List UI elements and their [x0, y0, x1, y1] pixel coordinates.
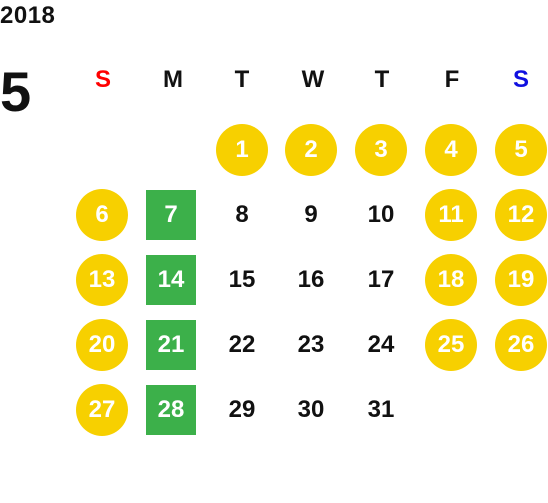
- day-28[interactable]: 28: [146, 385, 196, 435]
- day-27[interactable]: 27: [76, 384, 128, 436]
- weekday-sun: S: [94, 66, 111, 93]
- day-10[interactable]: 10: [367, 201, 395, 228]
- day-7[interactable]: 7: [146, 190, 196, 240]
- day-3[interactable]: 3: [355, 124, 407, 176]
- weekday-fri: F: [444, 66, 460, 93]
- weekday-wed: W: [301, 66, 325, 93]
- day-8[interactable]: 8: [235, 201, 249, 228]
- day-16[interactable]: 16: [297, 266, 325, 293]
- day-19[interactable]: 19: [495, 254, 547, 306]
- day-24[interactable]: 24: [367, 331, 395, 358]
- day-14[interactable]: 14: [146, 255, 196, 305]
- day-29[interactable]: 29: [228, 396, 256, 423]
- day-11[interactable]: 11: [425, 189, 477, 241]
- year-label: 2018: [0, 2, 56, 29]
- day-4[interactable]: 4: [425, 124, 477, 176]
- day-26[interactable]: 26: [495, 319, 547, 371]
- weekday-sat: S: [512, 66, 529, 93]
- day-5[interactable]: 5: [495, 124, 547, 176]
- day-9[interactable]: 9: [304, 201, 318, 228]
- weekday-mon: M: [163, 66, 183, 93]
- day-2[interactable]: 2: [285, 124, 337, 176]
- weekday-thu: T: [374, 66, 390, 93]
- weekday-tue: T: [234, 66, 250, 93]
- day-20[interactable]: 20: [76, 319, 128, 371]
- day-1[interactable]: 1: [216, 124, 268, 176]
- day-31[interactable]: 31: [367, 396, 395, 423]
- day-25[interactable]: 25: [425, 319, 477, 371]
- month-label: 5: [0, 60, 32, 123]
- day-22[interactable]: 22: [228, 331, 256, 358]
- day-30[interactable]: 30: [297, 396, 325, 423]
- day-13[interactable]: 13: [76, 254, 128, 306]
- day-18[interactable]: 18: [425, 254, 477, 306]
- day-17[interactable]: 17: [367, 266, 395, 293]
- day-23[interactable]: 23: [297, 331, 325, 358]
- day-15[interactable]: 15: [228, 266, 256, 293]
- day-6[interactable]: 6: [76, 189, 128, 241]
- day-21[interactable]: 21: [146, 320, 196, 370]
- day-12[interactable]: 12: [495, 189, 547, 241]
